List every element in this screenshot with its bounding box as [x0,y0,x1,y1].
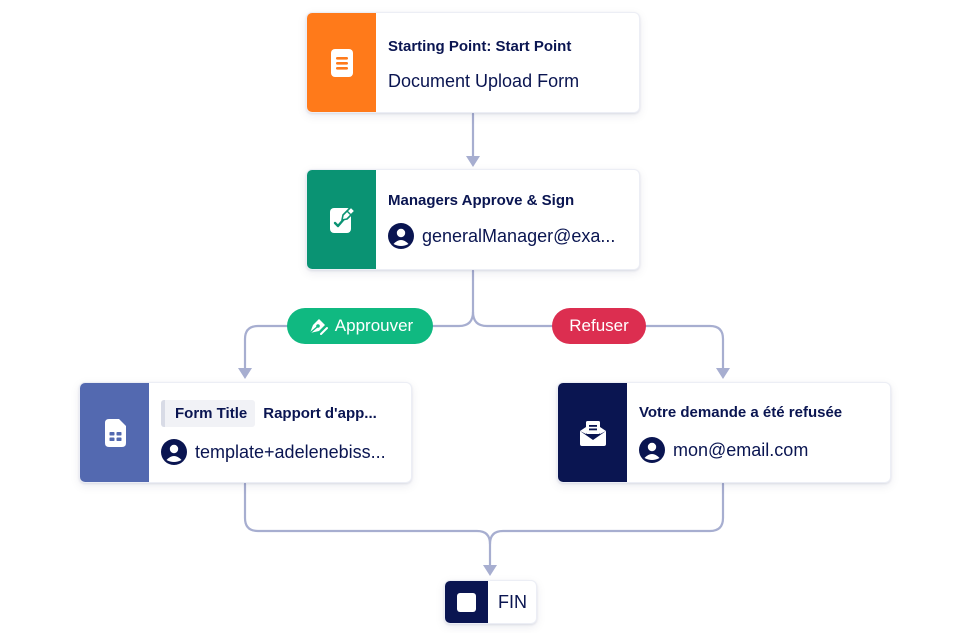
arrow-end [483,565,497,576]
approve-sign-node[interactable]: Managers Approve & Sign generalManager@e… [306,169,640,270]
approve-node-icon-box [307,170,376,269]
form-title-chip: Form Title [161,400,256,427]
user-avatar-icon [639,437,665,463]
document-icon [330,48,353,77]
end-node-label: FIN [498,591,527,612]
branch-refuse-label[interactable]: Refuser [552,308,646,344]
document-node-title-text: Rapport d'app... [263,405,377,422]
refuse-node-icon-box [558,383,627,482]
form-document-icon [104,418,126,447]
arrow-refuse [716,368,730,379]
sign-document-icon [329,205,356,233]
document-node[interactable]: Form Title Rapport d'app... template+ade… [79,382,412,483]
refuse-node-assignee: mon@email.com [639,437,878,463]
document-node-assignee: template+adelenebiss... [161,439,399,465]
start-node-subtitle: Document Upload Form [388,70,580,91]
document-node-title: Form Title Rapport d'app... [161,400,399,427]
branch-refuse-text: Refuser [569,316,629,335]
arrow-approve [466,156,480,167]
pen-nib-icon [309,319,328,335]
branch-approve-text: Approuver [334,316,414,335]
approve-node-title: Managers Approve & Sign [388,192,575,209]
email-icon [579,420,606,446]
end-node[interactable]: FIN [444,580,537,624]
approve-node-assignee: generalManager@exa... [388,223,627,249]
branch-approve-label[interactable]: Approuver [287,308,433,344]
refuse-node-title: Votre demande a été refusée [639,404,843,421]
document-node-icon-box [80,383,149,482]
refusal-email-node[interactable]: Votre demande a été refusée mon@email.co… [557,382,891,483]
start-node[interactable]: Starting Point: Start Point Document Upl… [306,12,640,113]
start-node-title: Starting Point: Start Point [388,37,572,55]
user-avatar-icon [388,223,414,249]
connector-refuse-end [488,482,725,546]
start-node-icon-box [307,13,376,112]
user-avatar-icon [161,439,187,465]
end-node-icon-box [445,581,488,623]
arrow-doc [238,368,252,379]
connector-doc-end [243,482,492,570]
stop-icon [457,592,476,612]
